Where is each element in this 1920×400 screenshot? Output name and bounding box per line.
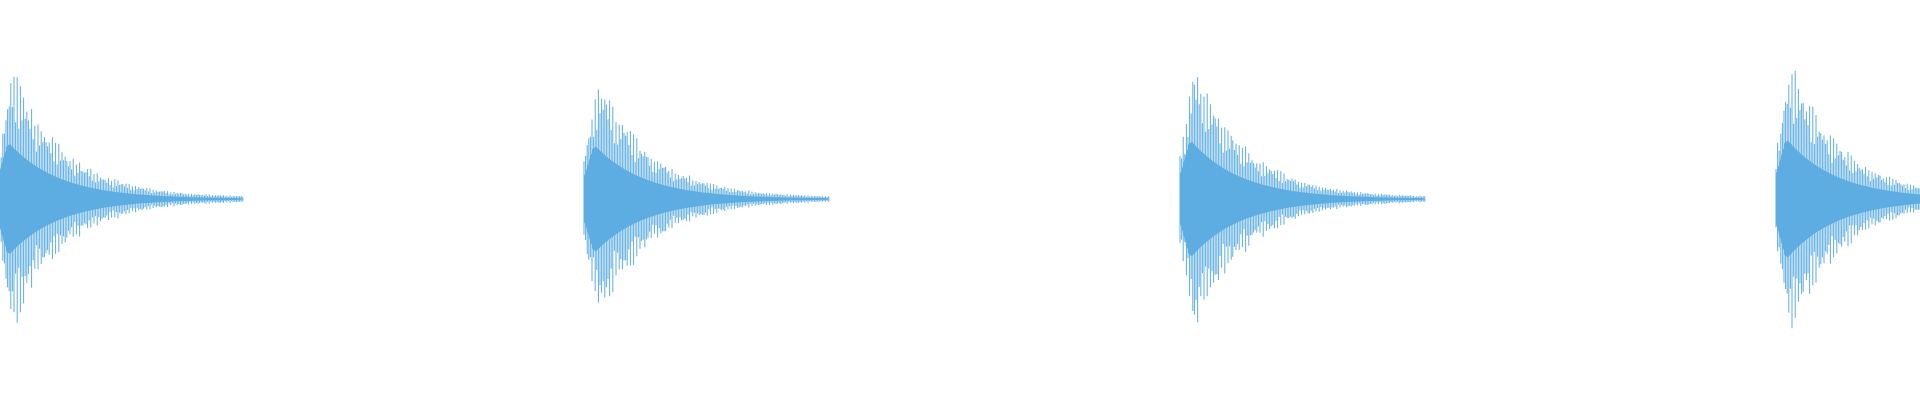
waveform-hit-2: [583, 89, 830, 303]
waveform-hit-4: [1775, 70, 1920, 329]
waveform-layer: [0, 70, 1920, 329]
waveform-hit-1: [0, 76, 244, 323]
waveform-hit-3: [1179, 77, 1426, 323]
